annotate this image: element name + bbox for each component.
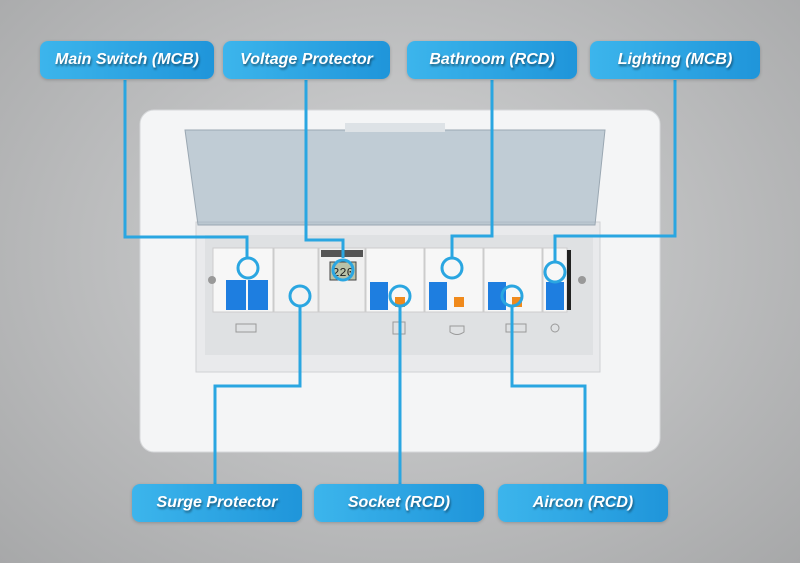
aircon-icon [505, 323, 527, 333]
label-socket: Socket (RCD) [314, 484, 484, 522]
label-bathroom: Bathroom (RCD) [407, 41, 577, 79]
main-icon [235, 323, 257, 333]
voltage-display: 220 [332, 266, 354, 280]
label-aircon: Aircon (RCD) [498, 484, 668, 522]
bath-icon [449, 325, 465, 335]
breaker-modules: 220 [212, 247, 571, 313]
connector-lines [123, 80, 677, 484]
label-lighting: Lighting (MCB) [590, 41, 760, 79]
label-voltage-protector: Voltage Protector [223, 41, 390, 79]
label-surge-protector: Surge Protector [132, 484, 302, 522]
sun-icon [550, 323, 560, 333]
screw-right [578, 276, 586, 284]
transparent-cover[interactable] [184, 129, 606, 226]
screw-left [208, 276, 216, 284]
label-main-switch: Main Switch (MCB) [40, 41, 214, 79]
